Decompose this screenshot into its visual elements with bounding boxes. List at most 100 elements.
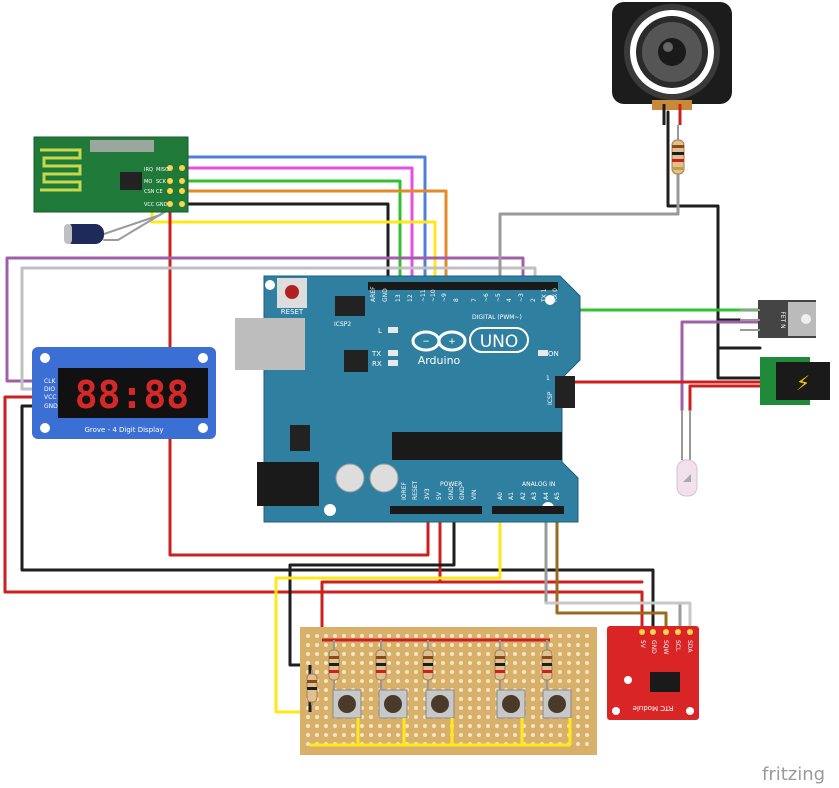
perfboard-hole	[558, 733, 562, 737]
perfboard-hole	[306, 634, 310, 638]
perfboard-hole	[459, 715, 463, 719]
perfboard-hole	[531, 634, 535, 638]
perfboard-hole	[423, 634, 427, 638]
perfboard-hole	[306, 724, 310, 728]
perfboard-hole	[441, 733, 445, 737]
perfboard-hole	[459, 724, 463, 728]
rtc-pin-5v: 5V	[639, 640, 646, 649]
perfboard-hole	[333, 733, 337, 737]
perfboard-hole	[396, 634, 400, 638]
perfboard-hole	[342, 679, 346, 683]
perfboard-hole	[558, 634, 562, 638]
perfboard-hole	[405, 652, 409, 656]
perfboard-hole	[441, 643, 445, 647]
push-buttons	[332, 689, 572, 719]
perfboard-hole	[504, 643, 508, 647]
perfboard-hole	[522, 670, 526, 674]
perfboard-hole	[459, 706, 463, 710]
svg-text:~10: ~10	[430, 289, 437, 302]
wire-gray-sda	[544, 601, 692, 632]
perfboard-hole	[414, 634, 418, 638]
perfboard-hole	[585, 742, 589, 746]
perfboard-hole	[405, 670, 409, 674]
dc-jack	[257, 462, 319, 506]
svg-text:−: −	[422, 337, 430, 347]
perfboard-hole	[396, 652, 400, 656]
perfboard-hole	[531, 652, 535, 656]
perfboard-hole	[531, 697, 535, 701]
perfboard-hole	[414, 715, 418, 719]
arduino-logo: − + Arduino UNO	[411, 327, 529, 367]
perfboard-hole	[477, 661, 481, 665]
rf-label-gnd: GND	[156, 202, 168, 208]
perfboard-hole	[324, 706, 328, 710]
wire-gray-speaker	[498, 148, 680, 285]
perfboard-hole	[342, 733, 346, 737]
svg-text:RESET: RESET	[412, 480, 419, 500]
svg-text:2: 2	[530, 298, 537, 302]
perfboard-hole	[495, 724, 499, 728]
electrolytic-capacitor	[64, 224, 104, 244]
perfboard-hole	[531, 670, 535, 674]
perfboard-hole	[441, 652, 445, 656]
perfboard-hole	[441, 661, 445, 665]
perfboard-hole	[513, 724, 517, 728]
rf-label-miso: MISO	[156, 167, 169, 173]
perfboard-hole	[351, 679, 355, 683]
perfboard-hole	[459, 679, 463, 683]
wire-orange-csn	[168, 189, 448, 285]
grove-4-digit-display: 88:88 Grove - 4 Digit Display CLK DIO VC…	[32, 347, 216, 439]
perfboard-hole	[468, 661, 472, 665]
perfboard	[300, 627, 597, 755]
perfboard-hole	[531, 679, 535, 683]
svg-text:A2: A2	[520, 492, 527, 500]
perfboard-hole	[369, 697, 373, 701]
perfboard-hole	[351, 733, 355, 737]
perfboard-hole	[369, 670, 373, 674]
perfboard-hole	[468, 634, 472, 638]
perfboard-hole	[486, 733, 490, 737]
perfboard-hole	[468, 733, 472, 737]
perfboard-hole	[585, 706, 589, 710]
perfboard-hole	[315, 733, 319, 737]
perfboard-hole	[540, 679, 544, 683]
perfboard-hole	[360, 670, 364, 674]
svg-text:RX 0: RX 0	[552, 288, 559, 302]
perfboard-hole	[504, 634, 508, 638]
perfboard-hole	[522, 634, 526, 638]
svg-text:IOREF: IOREF	[401, 482, 408, 500]
perfboard-hole	[396, 643, 400, 647]
perfboard-hole	[585, 697, 589, 701]
perfboard-hole	[450, 652, 454, 656]
perfboard-hole	[477, 652, 481, 656]
perfboard-hole	[396, 733, 400, 737]
perfboard-hole	[369, 715, 373, 719]
perfboard-hole	[342, 670, 346, 674]
perfboard-hole	[585, 724, 589, 728]
perfboard-hole	[558, 661, 562, 665]
icsp-pin1: 1	[546, 375, 550, 382]
perfboard-hole	[495, 733, 499, 737]
perfboard-hole	[315, 652, 319, 656]
perfboard-hole	[486, 688, 490, 692]
perfboard-hole	[585, 643, 589, 647]
perfboard-hole	[504, 679, 508, 683]
perfboard-hole	[405, 724, 409, 728]
perfboard-hole	[306, 733, 310, 737]
perfboard-hole	[414, 679, 418, 683]
mosfet: FET N	[740, 300, 816, 338]
power-pin-labels: IOREF RESET 3V3 5V GND GND VIN	[401, 480, 478, 500]
perfboard-hole	[567, 670, 571, 674]
perfboard-hole	[324, 652, 328, 656]
perfboard-hole	[540, 733, 544, 737]
perfboard-hole	[558, 652, 562, 656]
perfboard-hole	[315, 715, 319, 719]
perfboard-hole	[468, 697, 472, 701]
perfboard-hole	[369, 724, 373, 728]
perfboard-hole	[576, 688, 580, 692]
perfboard-hole	[477, 670, 481, 674]
svg-text:GND: GND	[448, 486, 455, 500]
perfboard-hole	[360, 634, 364, 638]
perfboard-hole	[423, 733, 427, 737]
perfboard-hole	[360, 652, 364, 656]
